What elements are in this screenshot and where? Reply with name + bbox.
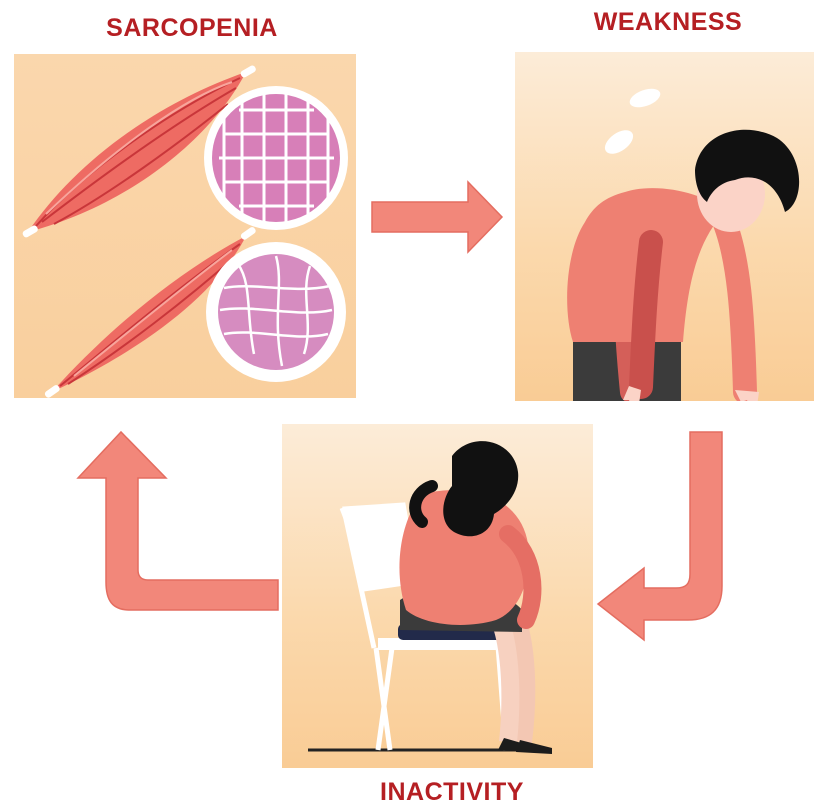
sarcopenia-panel: [14, 54, 356, 398]
woman-on-chair-icon: [282, 424, 593, 768]
weakness-label: WEAKNESS: [578, 8, 758, 37]
arrow-hook-up-left-icon: [78, 432, 278, 610]
inactivity-label: INACTIVITY: [352, 778, 552, 807]
tired-woman-icon: [515, 52, 814, 401]
healthy-fiber-cross-section-icon: [204, 86, 348, 230]
sweat-drop-icon: [601, 125, 638, 158]
muscle-cross-section-icon: [14, 54, 356, 398]
inactivity-panel: [282, 424, 593, 768]
arrow-hook-down-left-icon: [598, 432, 722, 640]
weakness-panel: [515, 52, 814, 401]
sarcopenia-label: SARCOPENIA: [92, 14, 292, 43]
arrow-right-icon: [372, 182, 502, 252]
atrophied-fiber-cross-section-icon: [206, 242, 346, 382]
sweat-drop-icon: [627, 85, 663, 111]
